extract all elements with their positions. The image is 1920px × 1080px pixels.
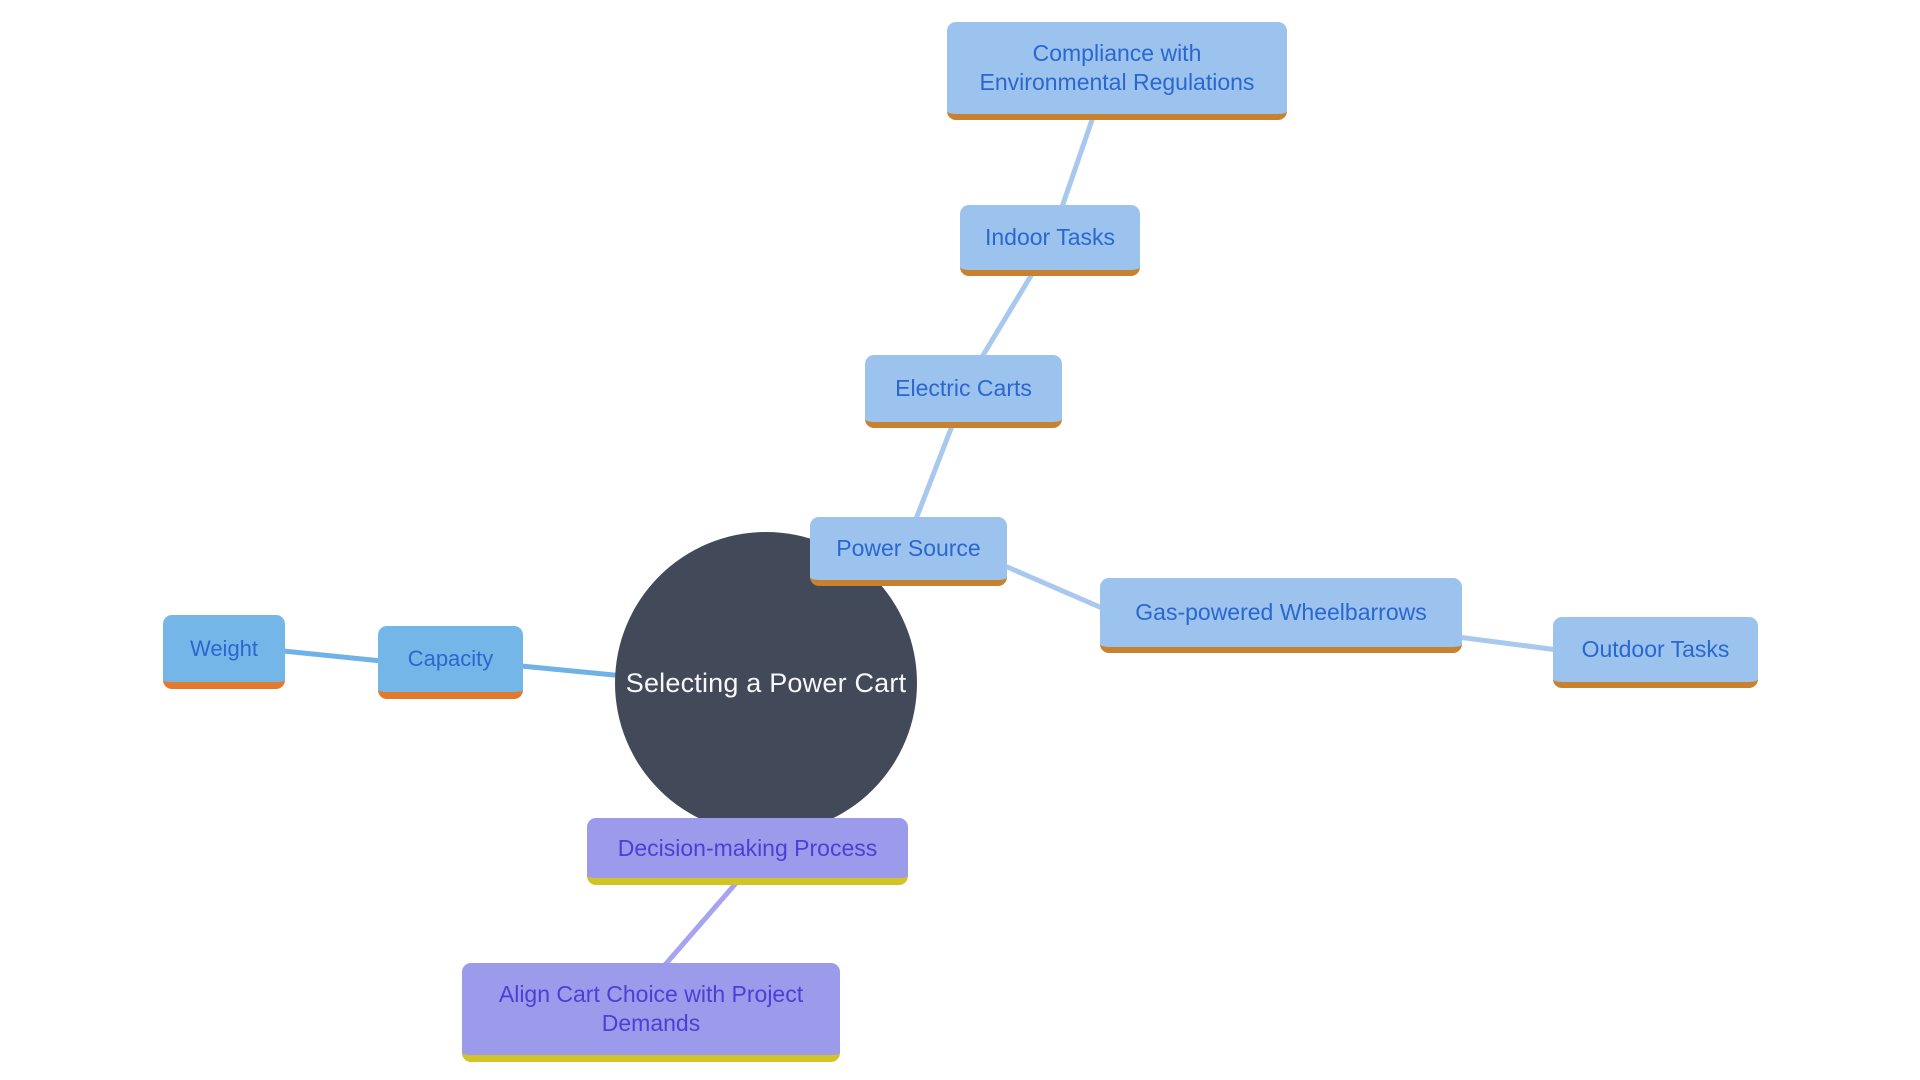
node-indoor-tasks[interactable]: Indoor Tasks — [960, 205, 1140, 276]
node-compliance-environmental-regulations[interactable]: Compliance with Environmental Regulation… — [947, 22, 1287, 120]
node-label: Indoor Tasks — [985, 224, 1115, 251]
node-label: Compliance with Environmental Regulation… — [979, 40, 1255, 95]
node-weight[interactable]: Weight — [163, 615, 285, 689]
node-label: Weight — [189, 635, 259, 661]
edge-gas-outdoor — [1455, 634, 1561, 653]
node-decision-making-process[interactable]: Decision-making Process — [587, 818, 908, 885]
node-outdoor-tasks[interactable]: Outdoor Tasks — [1553, 617, 1758, 688]
edge-indoor-compliance — [1059, 114, 1096, 210]
node-label: Decision-making Process — [617, 834, 878, 861]
edge-decision-align — [661, 879, 740, 969]
node-label: Electric Carts — [895, 375, 1032, 402]
node-label: Power Source — [836, 535, 981, 562]
node-gas-powered-wheelbarrows[interactable]: Gas-powered Wheelbarrows — [1100, 578, 1462, 653]
node-label: Gas-powered Wheelbarrows — [1135, 599, 1427, 626]
node-align-cart-choice[interactable]: Align Cart Choice with Project Demands — [462, 963, 840, 1062]
node-capacity[interactable]: Capacity — [378, 626, 523, 699]
central-topic-label: Selecting a Power Cart — [625, 667, 907, 698]
node-label: Outdoor Tasks — [1581, 636, 1730, 663]
edge-power-electric — [913, 423, 955, 522]
edge-weight-capacity — [280, 648, 385, 664]
node-electric-carts[interactable]: Electric Carts — [865, 355, 1062, 428]
edge-electric-indoor — [979, 271, 1035, 360]
node-label: Capacity — [407, 646, 494, 672]
node-label: Align Cart Choice with Project Demands — [498, 981, 804, 1036]
node-power-source[interactable]: Power Source — [810, 517, 1007, 586]
